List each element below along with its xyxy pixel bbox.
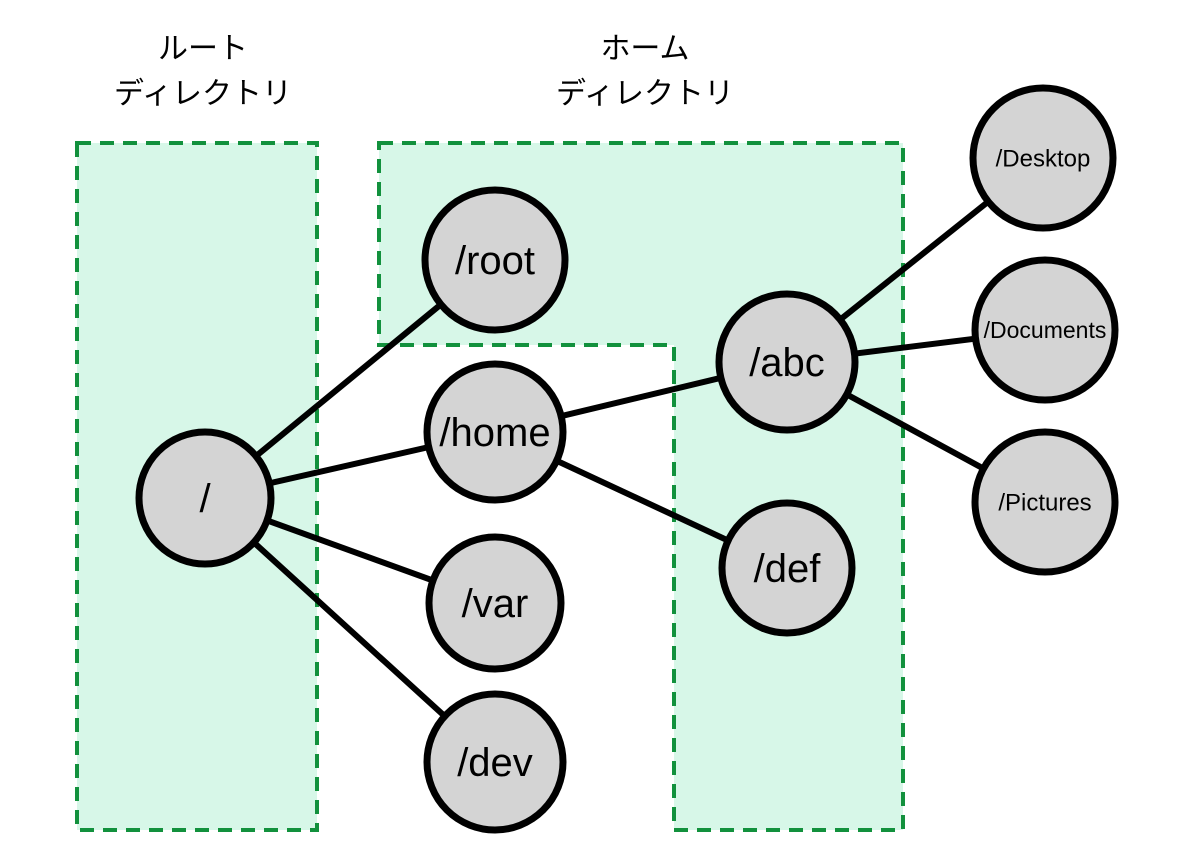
node-circle-dev (423, 690, 567, 834)
node-documents: /Documents (971, 256, 1119, 404)
node-circle-root (421, 186, 569, 334)
region-label-home-directory-line-0: ホーム (600, 33, 689, 66)
node-label-dev: /dev (457, 741, 533, 785)
node-label-documents: /Documents (984, 317, 1107, 343)
region-label-root-directory-line-1: ディレクトリ (114, 78, 292, 111)
node-label-root: /root (455, 239, 535, 283)
node-slash: / (135, 428, 275, 568)
nodes-layer: / /root/home/var/dev/abc/def/Desktop/Docu… (135, 84, 1119, 834)
node-circle-slash (135, 428, 275, 568)
node-desktop: /Desktop (969, 84, 1117, 232)
node-circle-abc (715, 290, 859, 434)
node-label-pictures: /Pictures (998, 489, 1091, 516)
node-var: /var (425, 533, 565, 673)
node-home: /home (423, 360, 567, 504)
node-label-var: /var (462, 582, 529, 626)
region-label-home-directory-line-1: ディレクトリ (556, 78, 734, 111)
node-circle-def (718, 499, 856, 637)
node-label-abc: /abc (749, 341, 825, 385)
node-circle-desktop (969, 84, 1117, 232)
node-def: /def (718, 499, 856, 637)
node-label-home: /home (439, 411, 550, 455)
node-circle-documents (971, 256, 1119, 404)
node-label-def: /def (754, 547, 822, 591)
node-abc: /abc (715, 290, 859, 434)
node-dev: /dev (423, 690, 567, 834)
node-label-slash: / (199, 477, 211, 521)
node-root: /root (421, 186, 569, 334)
node-circle-home (423, 360, 567, 504)
node-label-desktop: /Desktop (996, 145, 1091, 172)
node-pictures: /Pictures (971, 428, 1119, 576)
region-label-root-directory-line-0: ルート (158, 33, 248, 66)
node-circle-var (425, 533, 565, 673)
node-circle-pictures (971, 428, 1119, 576)
